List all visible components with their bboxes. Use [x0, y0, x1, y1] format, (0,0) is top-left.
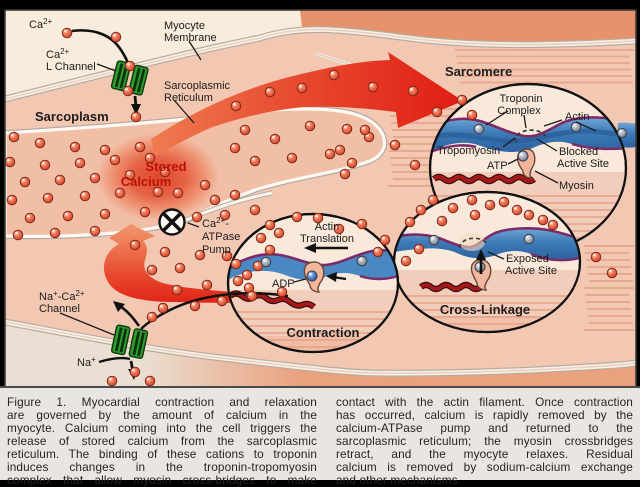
- svg-text:Myocyte: Myocyte: [164, 20, 205, 32]
- svg-text:ADP: ADP: [272, 278, 295, 290]
- svg-text:Myosin: Myosin: [559, 180, 594, 192]
- svg-text:Tropomyosin: Tropomyosin: [437, 145, 500, 157]
- svg-text:Na+-Ca2+: Na+-Ca2+: [39, 289, 85, 303]
- svg-text:Actin: Actin: [565, 111, 589, 123]
- svg-text:Sarcoplasmic: Sarcoplasmic: [164, 80, 231, 92]
- svg-text:L Channel: L Channel: [46, 61, 96, 73]
- svg-text:Blocked: Blocked: [559, 146, 598, 158]
- svg-text:Complex: Complex: [497, 105, 541, 117]
- svg-text:ATPase: ATPase: [202, 231, 240, 243]
- svg-text:Channel: Channel: [39, 303, 80, 315]
- svg-text:Ca2+-: Ca2+-: [202, 216, 229, 230]
- svg-text:Calcium: Calcium: [121, 174, 172, 189]
- svg-text:Reticulum: Reticulum: [164, 92, 213, 104]
- svg-text:Cross-Linkage: Cross-Linkage: [440, 302, 530, 317]
- svg-text:Active Site: Active Site: [505, 265, 557, 277]
- svg-text:Membrane: Membrane: [164, 32, 217, 44]
- svg-text:Actin: Actin: [315, 221, 339, 233]
- svg-text:Sarcoplasm: Sarcoplasm: [35, 109, 109, 124]
- svg-text:Pump: Pump: [202, 244, 231, 256]
- svg-text:Stored: Stored: [145, 159, 186, 174]
- svg-text:Active Site: Active Site: [557, 158, 609, 170]
- svg-text:Exposed: Exposed: [506, 253, 549, 265]
- svg-text:Troponin: Troponin: [499, 93, 542, 105]
- svg-text:Contraction: Contraction: [287, 325, 360, 340]
- svg-text:Sarcomere: Sarcomere: [445, 64, 512, 79]
- svg-text:ATP: ATP: [487, 160, 508, 172]
- svg-text:Translation: Translation: [300, 233, 354, 245]
